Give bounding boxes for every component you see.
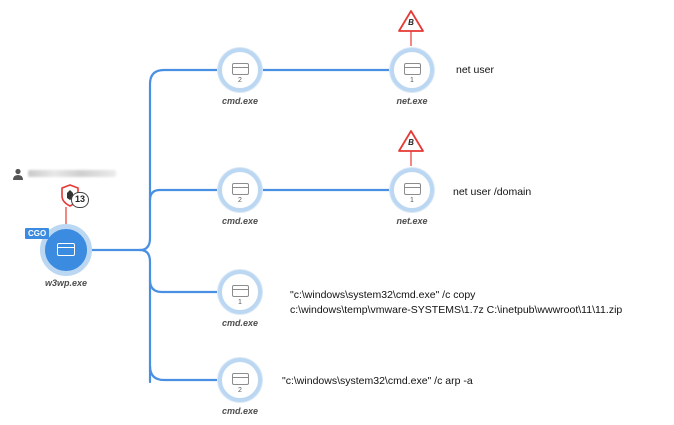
process-count: 1 <box>238 299 242 306</box>
redacted-user-name <box>28 170 116 177</box>
process-count: 1 <box>410 197 414 204</box>
process-node-cmd[interactable]: 1 <box>218 270 262 314</box>
warning-triangle-icon[interactable] <box>398 130 424 166</box>
window-icon <box>232 183 249 195</box>
window-icon <box>57 243 75 256</box>
process-count: 2 <box>238 387 242 394</box>
alert-letter: B <box>408 18 414 27</box>
window-icon <box>404 183 421 195</box>
warning-triangle-icon[interactable] <box>398 10 424 46</box>
process-node-cmd[interactable]: 2 <box>218 168 262 212</box>
alert-count-badge[interactable]: 13 <box>71 192 89 208</box>
window-icon <box>404 63 421 75</box>
process-label: cmd.exe <box>221 406 259 416</box>
command-annotation: "c:\windows\system32\cmd.exe" /c arp -a <box>282 375 473 387</box>
window-icon <box>232 63 249 75</box>
window-icon <box>232 285 249 297</box>
process-count: 2 <box>238 197 242 204</box>
process-node-net[interactable]: 1 <box>390 168 434 212</box>
command-annotation: net user /domain <box>453 186 532 198</box>
command-annotation: net user <box>456 64 494 76</box>
process-node-cmd[interactable]: 2 <box>218 358 262 402</box>
process-node-cmd[interactable]: 2 <box>218 48 262 92</box>
root-process-label: w3wp.exe <box>44 278 88 288</box>
process-label: cmd.exe <box>221 216 259 226</box>
alert-letter: B <box>408 138 414 147</box>
command-annotation-line: "c:\windows\system32\cmd.exe" /c copy <box>290 289 476 301</box>
process-label: cmd.exe <box>221 96 259 106</box>
process-count: 2 <box>238 77 242 84</box>
user-icon <box>13 168 23 180</box>
cgo-badge: CGO <box>25 228 50 239</box>
process-node-net[interactable]: 1 <box>390 48 434 92</box>
process-label: net.exe <box>396 216 428 226</box>
process-count: 1 <box>410 77 414 84</box>
window-icon <box>232 373 249 385</box>
process-label: cmd.exe <box>221 318 259 328</box>
shield-alert-icon[interactable] <box>61 184 79 224</box>
command-annotation-line: c:\windows\temp\vmware-SYSTEMS\1.7z C:\i… <box>290 304 623 316</box>
root-process-node[interactable] <box>40 224 92 276</box>
process-label: net.exe <box>396 96 428 106</box>
